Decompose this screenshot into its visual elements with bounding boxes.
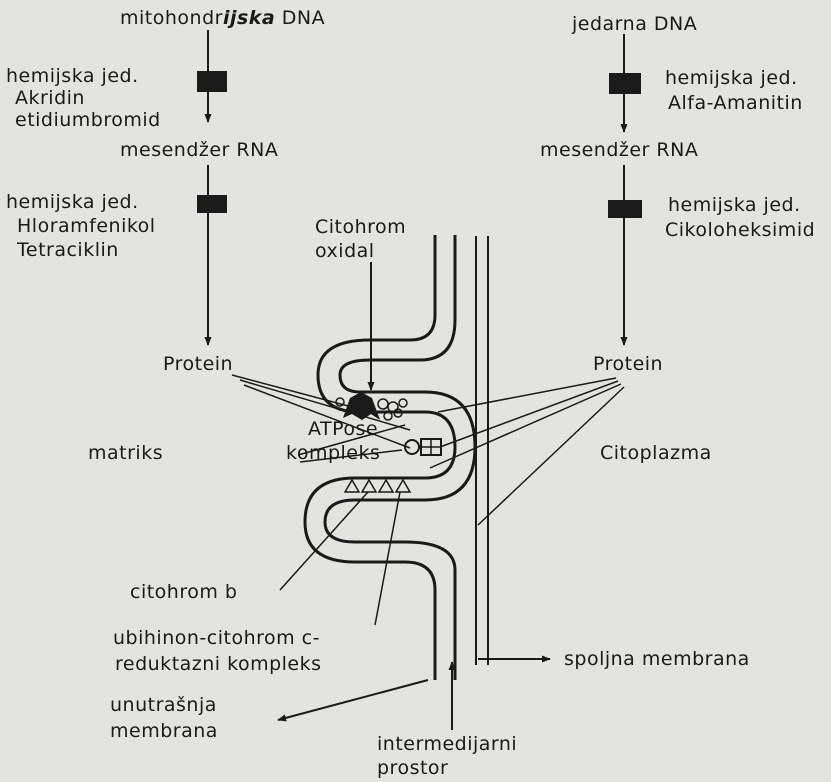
left-inhibitor1-line1: hemijska jed. xyxy=(6,64,139,88)
inner-membrane-line1: unutrašnja xyxy=(110,693,217,717)
left-protein-label: Protein xyxy=(163,352,233,376)
left-inhibitor1-line2: Akridin xyxy=(15,86,85,110)
ubiquinone-line2: reduktazni kompleks xyxy=(115,652,322,676)
right-inhibitor1-line2: Alfa-Amanitin xyxy=(668,91,803,115)
left-dna-label: mitohondrijska DNA xyxy=(120,6,325,30)
left-inhibitor2-line2: Hloramfenikol xyxy=(17,214,156,238)
right-inhibitor2-line2: Cikoloheksimid xyxy=(665,218,815,242)
left-mrna-label: mesendžer RNA xyxy=(120,138,278,162)
right-inhibitor1-line1: hemijska jed. xyxy=(665,66,798,90)
left-inhibitor1-line3: etidiumbromid xyxy=(15,108,161,132)
right-inhibitor1-block xyxy=(609,73,641,94)
inner-membrane-pointer xyxy=(278,680,428,720)
right-inhibitor2-line1: hemijska jed. xyxy=(668,193,801,217)
cytoplasm-label: Citoplazma xyxy=(600,441,712,465)
inner-membrane-line2: membrana xyxy=(110,719,218,743)
ubiquinone-line1: ubihinon-citohrom c- xyxy=(113,626,320,650)
left-inhibitor2-line1: hemijska jed. xyxy=(6,190,139,214)
right-inhibitor2-block xyxy=(608,200,642,218)
right-dna-label: jedarna DNA xyxy=(572,12,697,36)
intermembrane-line2: prostor xyxy=(377,756,448,780)
left-inhibitor2-block xyxy=(197,195,227,213)
cytochrome-oxidase-complex xyxy=(343,392,380,420)
cytochrome-oxidase-line2: oxidal xyxy=(315,239,375,263)
outer-membrane-label: spoljna membrana xyxy=(564,647,750,671)
intermembrane-line1: intermedijarni xyxy=(377,732,517,756)
cytochrome-b-label: citohrom b xyxy=(130,580,237,604)
left-inhibitor2-line3: Tetraciklin xyxy=(17,238,119,262)
right-protein-label: Protein xyxy=(593,352,663,376)
right-mrna-label: mesendžer RNA xyxy=(540,138,698,162)
atpase-line1: ATPose xyxy=(308,417,378,441)
left-inhibitor1-block xyxy=(197,71,227,92)
cytochrome-oxidase-line1: Citohrom xyxy=(315,215,406,239)
matrix-label: matriks xyxy=(88,441,163,465)
atpase-line2: kompleks xyxy=(286,441,380,465)
